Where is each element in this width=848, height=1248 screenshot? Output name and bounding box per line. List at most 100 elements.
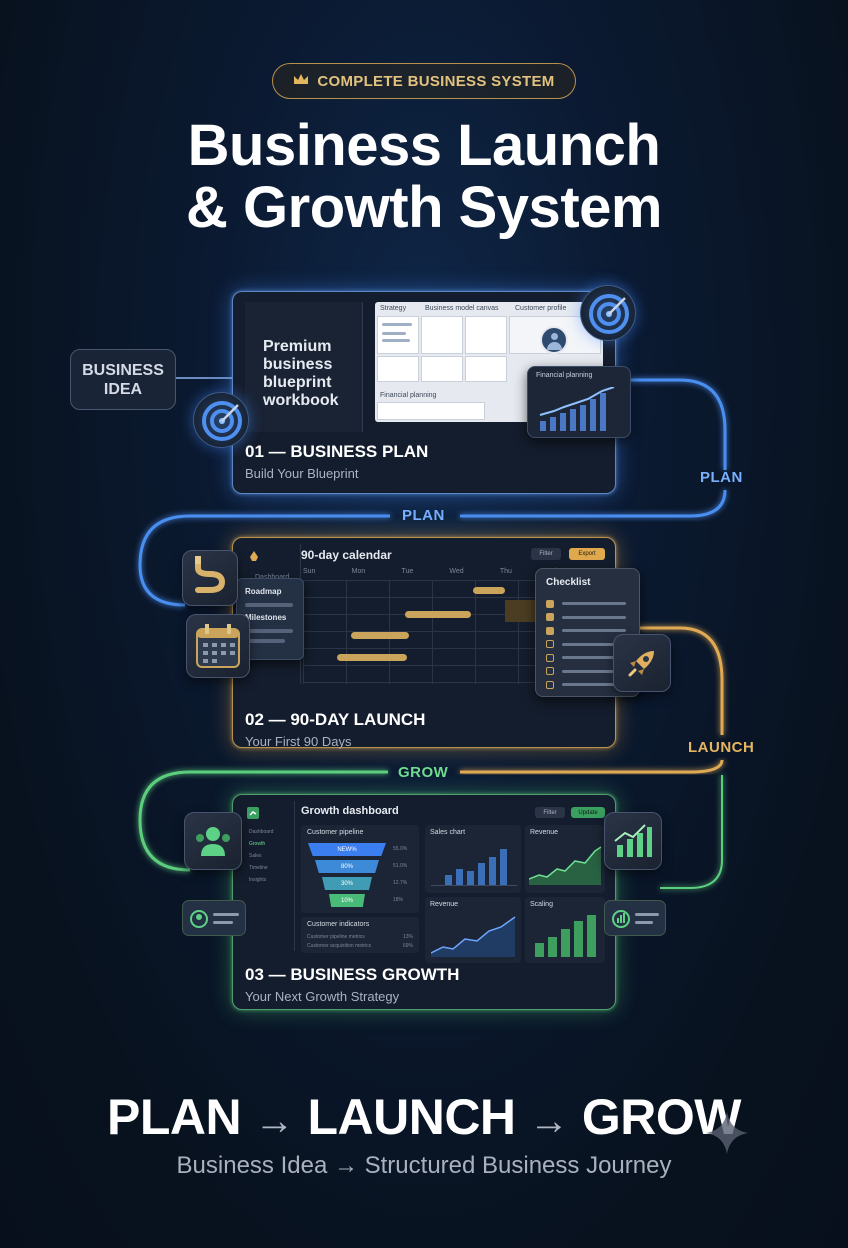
revenue-bottom-title: Revenue [430, 901, 459, 908]
customer-pipeline-widget: Customer pipeline NEW%55.0%80%51.0%30%12… [301, 825, 419, 913]
calendar-bar [337, 654, 407, 661]
step2-subtitle: Your First 90 Days [245, 734, 352, 749]
business-idea-box: BUSINESS IDEA [70, 349, 176, 410]
grow-path-left [138, 770, 388, 872]
growth-logo-icon [247, 807, 259, 819]
plan-path-left [138, 514, 390, 607]
growth-nav-item[interactable]: Sales [249, 853, 262, 859]
badge-label: COMPLETE BUSINESS SYSTEM [317, 72, 555, 90]
target-icon [193, 392, 249, 448]
calendar-export-button[interactable]: Export [569, 548, 605, 560]
growth-nav-item[interactable]: Timeline [249, 865, 268, 871]
business-model-canvas: Strategy Business model canvas Customer … [375, 302, 603, 422]
growth-nav-item[interactable]: Dashboard [249, 829, 274, 835]
footer-plan: PLAN [107, 1089, 242, 1145]
title-line-1: Business Launch [187, 113, 661, 178]
weekday-label: Sun [303, 568, 316, 575]
roadmap-icon [182, 550, 238, 606]
business-idea-line-2: IDEA [103, 380, 143, 398]
growth-nav-item[interactable]: Insights [249, 877, 267, 883]
plan-label-mid: PLAN [402, 507, 445, 524]
step1-business-plan-panel: Premium business blueprint workbook Stra… [232, 291, 616, 494]
checklist-item[interactable] [546, 597, 626, 611]
revenue-top-widget: Revenue [525, 825, 605, 893]
funnel-rate: 18% [393, 897, 404, 903]
growth-chart-icon [604, 812, 662, 870]
indicators-title: Customer indicators [307, 921, 370, 928]
plan-path-right [628, 378, 727, 470]
pipeline-title: Customer pipeline [307, 829, 364, 836]
step2-title: 02 — 90-DAY LAUNCH [245, 710, 426, 729]
funnel-rate: 12.7% [393, 880, 408, 886]
growth-filter-button[interactable]: Filter [535, 807, 565, 818]
calendar-bar [405, 611, 471, 618]
revenue-bottom-widget: Revenue [425, 897, 521, 963]
checklist-item[interactable] [546, 624, 626, 638]
funnel-stage: 10% [329, 894, 365, 907]
footer-title: PLAN → LAUNCH → GROW [0, 1088, 848, 1146]
scaling-bar-chart [535, 915, 596, 957]
canvas-financial-label: Financial planning [380, 392, 437, 399]
scaling-title: Scaling [530, 901, 553, 908]
financial-bar-chart [539, 387, 615, 431]
calendar-icon [186, 614, 250, 678]
sales-bar-chart [431, 849, 517, 886]
sparkle-icon [706, 1112, 748, 1154]
calendar-bar [351, 632, 409, 639]
checklist-item[interactable] [546, 611, 626, 625]
canvas-strategy: Strategy [380, 305, 407, 312]
checkbox[interactable] [546, 626, 554, 635]
canvas-model: Business model canvas [425, 305, 499, 312]
launch-side-dashboard[interactable]: Dashboard [255, 574, 289, 581]
checkbox[interactable] [546, 680, 554, 689]
growth-nav-item[interactable]: Growth [249, 841, 266, 847]
title-line-2: & Growth System [186, 175, 662, 240]
revenue-line-chart [431, 916, 516, 957]
checklist-title: Checklist [546, 577, 591, 588]
customer-avatar-icon [540, 326, 568, 354]
indicator-row-1: Customer pipeline metrics [307, 934, 365, 940]
canvas-customer: Customer profile [515, 305, 567, 312]
footer-subtitle: Business Idea → Structured Business Jour… [176, 1152, 672, 1179]
step3-title: 03 — BUSINESS GROWTH [245, 965, 460, 984]
checkbox[interactable] [546, 599, 554, 608]
step3-subtitle: Your Next Growth Strategy [245, 989, 400, 1004]
funnel-rate: 51.0% [393, 863, 408, 869]
checklist-item[interactable] [546, 678, 626, 692]
complete-system-badge: COMPLETE BUSINESS SYSTEM [272, 63, 576, 99]
footer-launch: LAUNCH [307, 1089, 516, 1145]
checkbox[interactable] [546, 653, 554, 662]
scaling-widget: Scaling [525, 897, 605, 963]
indicator-row-2: Customer acquisition metrics [307, 943, 372, 949]
checklist-item[interactable] [546, 651, 626, 665]
checkbox[interactable] [546, 640, 554, 649]
checklist-item[interactable] [546, 638, 626, 652]
grow-path-right [660, 775, 723, 889]
checkbox[interactable] [546, 613, 554, 622]
checkbox[interactable] [546, 667, 554, 676]
launch-path-bottom [460, 759, 724, 774]
checklist-item[interactable] [546, 665, 626, 679]
growth-update-button[interactable]: Update [571, 807, 605, 818]
step2-caption: 02 — 90-DAY LAUNCH Your First 90 Days [245, 710, 425, 749]
workbook-cover: Premium business blueprint workbook [245, 302, 363, 432]
roadmap-label: Roadmap [245, 587, 282, 596]
workbook-label: Premium business blueprint workbook [263, 338, 339, 409]
funnel-stage: 80% [315, 860, 379, 873]
indicator-row-1-value: 13% [402, 934, 413, 940]
plan-path-top [460, 489, 727, 518]
contact-card-icon [182, 900, 246, 936]
footer-arrow-2: → [528, 1099, 569, 1143]
funnel-stage: NEW% [308, 843, 386, 856]
calendar-filter-button[interactable]: Filter [531, 548, 561, 560]
sales-chart-title: Sales chart [430, 829, 466, 836]
customer-indicators-widget: Customer indicators Customer pipeline me… [301, 917, 419, 953]
weekday-label: Wed [449, 568, 464, 575]
revenue-top-title: Revenue [530, 829, 559, 836]
weekday-label: Mon [351, 568, 366, 575]
metric-card-icon [604, 900, 666, 936]
sales-chart-widget: Sales chart [425, 825, 521, 893]
funnel-rate: 55.0% [393, 846, 408, 852]
